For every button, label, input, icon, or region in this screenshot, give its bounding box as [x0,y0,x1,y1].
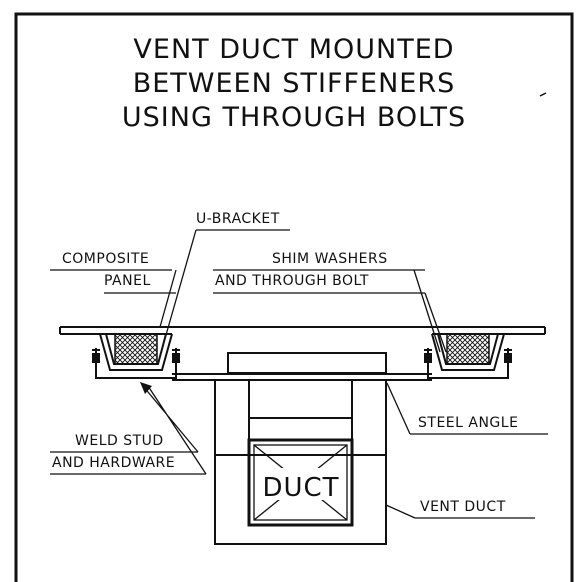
title-line-1: VENT DUCT MOUNTED [133,34,454,65]
weld-leader-arrow [140,382,152,394]
title-line-2: BETWEEN STIFFENERS [133,68,456,99]
shim-label-line-1: SHIM WASHERS [272,251,388,267]
steel-angles [214,380,387,455]
composite-label-line-2: PANEL [104,273,151,289]
duct-symbol [247,438,354,527]
vent-duct-body [214,454,387,545]
right-stiffener [431,333,505,371]
left-u-bracket [92,348,180,379]
vent-duct-label: VENT DUCT [420,499,506,515]
drawing-border [14,12,574,582]
right-u-bracket [424,348,512,379]
u-bracket-leader [163,229,290,343]
mounting-block [227,352,387,374]
vent-duct-leader [385,504,535,519]
weld-leader [50,385,207,475]
duct-label: DUCT [262,473,339,503]
left-stiffener [99,333,173,371]
shim-leader [213,269,447,353]
weld-label-line-2: AND HARDWARE [52,455,175,471]
composite-label-line-1: COMPOSITE [62,251,149,267]
composite-leader [50,269,177,328]
stray-mark [539,92,547,97]
title-line-3: USING THROUGH BOLTS [122,102,466,133]
shim-label-line-2: AND THROUGH BOLT [215,273,369,289]
steel-angle-label: STEEL ANGLE [418,415,518,431]
steel-angle-leader [386,382,548,435]
u-bracket-label: U-BRACKET [196,211,280,227]
weld-label-line-1: WELD STUD [75,433,164,449]
